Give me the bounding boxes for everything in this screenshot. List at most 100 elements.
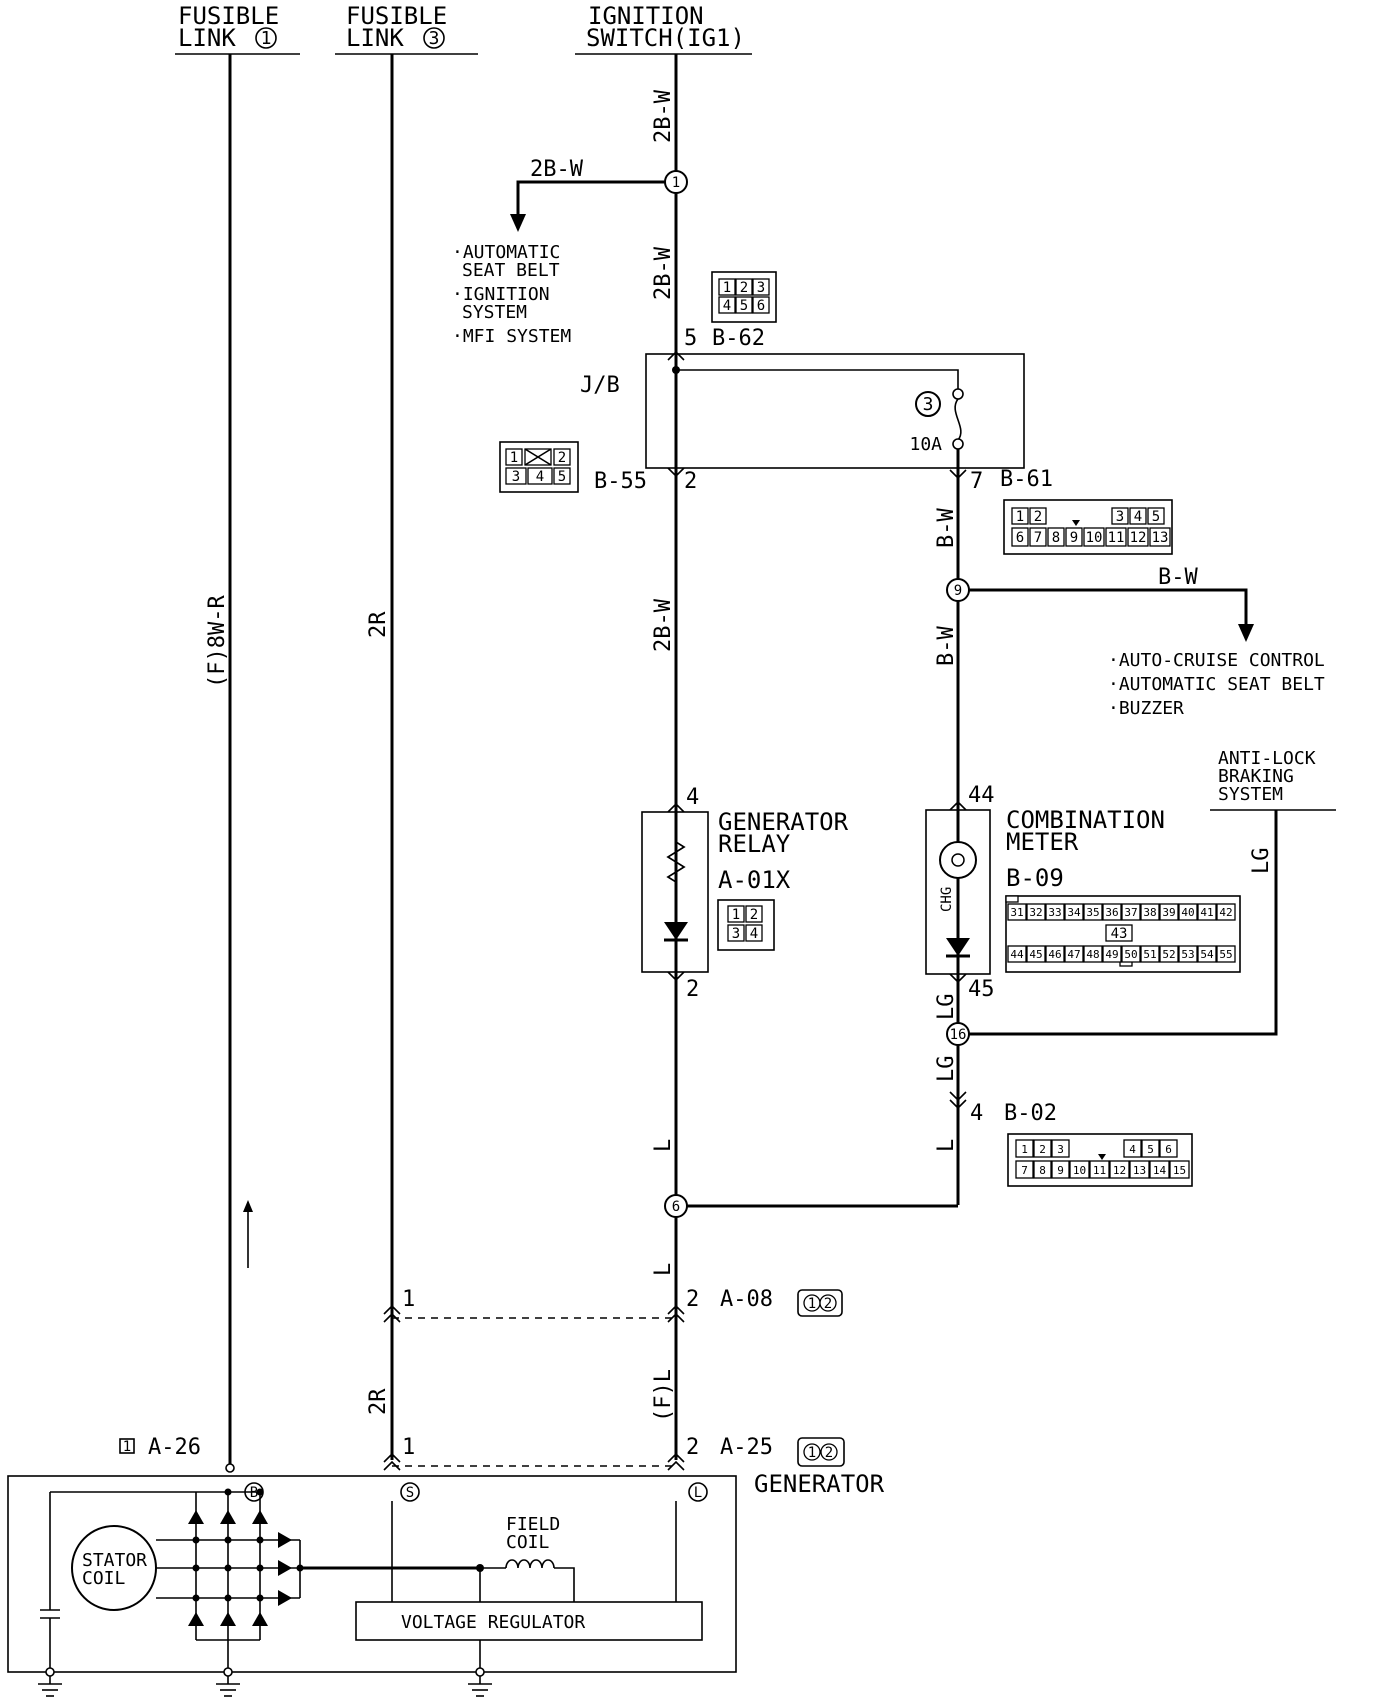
wire-label-ig-mid: 2B-W (651, 246, 676, 300)
wire-label-a08-to-a25: (F)L (651, 1369, 676, 1422)
svg-text:2: 2 (825, 1445, 833, 1461)
branch-ig-item: ·IGNITION (452, 284, 550, 305)
connector-cell (1069, 1160, 1090, 1179)
fuse-element (954, 398, 962, 441)
rectifier-diode (252, 1612, 268, 1626)
splice-9 (946, 578, 970, 602)
connector-b09-cell-label: 43 (1111, 926, 1128, 942)
svg-text:3: 3 (1116, 509, 1124, 525)
rectifier-diode (252, 1510, 268, 1524)
connector-b62-pin: 5 (684, 326, 697, 351)
connector-cell-label: 38 (1143, 906, 1156, 919)
connector-cell (1141, 1139, 1160, 1158)
pin-mark-a08-left (383, 1304, 401, 1315)
splice-16-label: 16 (950, 1027, 967, 1043)
connector-cell-label: 42 (1219, 906, 1232, 919)
terminal-l: L (694, 1485, 702, 1501)
relay-title-line2: RELAY (718, 830, 791, 858)
connector-a01x-id: A-01X (718, 866, 791, 894)
connector-cell (1102, 945, 1122, 963)
connector-cell (1083, 945, 1103, 963)
connector-cell (1123, 1139, 1142, 1158)
connector-b55-face: 1 2 3 4 5 (499, 441, 579, 493)
svg-text:4: 4 (750, 926, 758, 942)
svg-text:9: 9 (1070, 530, 1078, 546)
connector-a25-pin-left: 1 (402, 1435, 415, 1460)
connector-cell-label: 52 (1162, 948, 1175, 961)
fuse-number-ring (915, 391, 941, 417)
generator-label: GENERATOR (754, 1470, 885, 1498)
connector-b62-id: B-62 (712, 326, 765, 351)
fuse-terminal-bottom (952, 438, 964, 450)
connector-cell (1129, 1160, 1150, 1179)
rectifier-diode (278, 1532, 292, 1548)
branch-ig-item: SYSTEM (462, 302, 527, 323)
connector-cell (1121, 945, 1141, 963)
abs-header: ANTI-LOCK BRAKING SYSTEM (1210, 748, 1336, 811)
svg-text:2: 2 (824, 1296, 832, 1312)
connector-cell-label: 46 (1048, 948, 1061, 961)
splice-1-label: 1 (672, 175, 680, 191)
connector-cell (1051, 1139, 1070, 1158)
connector-b09-cell (1105, 924, 1133, 942)
wire-label-splice-to-a08: L (651, 1263, 676, 1276)
connector-cell (1178, 945, 1198, 963)
meter-title-line1: COMBINATION (1006, 806, 1165, 834)
connector-cell-label: 54 (1200, 948, 1214, 961)
connector-cell-label: 2 (1039, 1143, 1046, 1156)
svg-text:7: 7 (1034, 530, 1042, 546)
connector-b55-pin: 2 (684, 469, 697, 494)
connector-cell-label: 48 (1086, 948, 1099, 961)
connector-cell-label: 15 (1173, 1164, 1186, 1177)
flow-arrow-icon (243, 1200, 253, 1212)
connector-a26-mark: 1 (123, 1439, 131, 1455)
svg-text:5: 5 (740, 298, 748, 314)
pin-mark-relay-top (667, 802, 685, 813)
ignition-switch-header: IGNITION SWITCH(IG1) (575, 2, 752, 55)
generator-relay-box (641, 811, 709, 973)
connector-cell (1064, 903, 1084, 921)
wire-label-b61-mid: B-W (934, 626, 959, 666)
svg-text:12: 12 (1130, 530, 1147, 546)
connector-cell (1015, 1139, 1034, 1158)
splice-6 (664, 1194, 688, 1218)
connector-b02-id: B-02 (1004, 1101, 1057, 1126)
abs-line3: SYSTEM (1218, 784, 1283, 805)
connector-cell (1140, 903, 1160, 921)
svg-text:4: 4 (536, 469, 544, 485)
abs-line2: BRAKING (1218, 766, 1294, 787)
svg-text:1: 1 (1016, 509, 1024, 525)
splice-9-label: 9 (954, 583, 962, 599)
pin-mark-meter-bottom (949, 973, 967, 984)
relay-diode (664, 922, 688, 940)
connector-cell-label: 51 (1143, 948, 1156, 961)
connector-a25-face: 1 2 (797, 1437, 845, 1467)
a26-terminal (225, 1463, 235, 1473)
field-line2: COIL (506, 1532, 550, 1553)
connector-cell-label: 41 (1200, 906, 1213, 919)
fusible-link-3-num: 3 (429, 28, 440, 49)
connector-cell (1007, 945, 1027, 963)
connector-cell-label: 47 (1067, 948, 1080, 961)
svg-text:3: 3 (757, 280, 765, 296)
ground-icon (216, 1640, 240, 1697)
rectifier-diode (278, 1560, 292, 1576)
stator-line2: COIL (82, 1568, 126, 1589)
connector-cell-label: 12 (1113, 1164, 1126, 1177)
wire-bw-branch (958, 588, 1248, 628)
connector-cell-label: 10 (1073, 1164, 1086, 1177)
connector-cell (1089, 1160, 1110, 1179)
terminal-l-ring (688, 1482, 708, 1502)
svg-text:8: 8 (1052, 530, 1060, 546)
relay-pin-top: 4 (686, 785, 699, 810)
connector-a26-mark-box (119, 1438, 135, 1454)
svg-text:1: 1 (808, 1296, 816, 1312)
wire-abs (958, 810, 1278, 1036)
connector-b55-id: B-55 (594, 469, 647, 494)
svg-text:2: 2 (740, 280, 748, 296)
connector-cell-label: 8 (1039, 1164, 1046, 1177)
connector-cell-label: 4 (1129, 1143, 1136, 1156)
wire-label-abs-vertical: LG (1249, 848, 1274, 875)
